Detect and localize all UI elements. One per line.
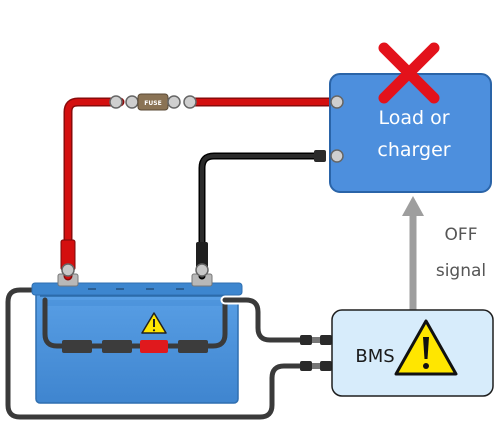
fuse-label: FUSE <box>144 100 161 107</box>
bms-balance-cable <box>220 295 305 345</box>
battery-lid <box>31 282 243 296</box>
off-signal-label-line1: OFF <box>445 225 478 245</box>
load-label-line2: charger <box>377 139 450 161</box>
cell-module <box>102 340 132 353</box>
cell-module <box>62 340 92 353</box>
negative-cable <box>195 150 326 280</box>
bms-label: BMS <box>355 346 394 367</box>
cross-icon <box>378 42 440 104</box>
positive-cable <box>60 97 335 281</box>
bms-box: BMS <box>331 309 494 397</box>
fuse: FUSE <box>109 93 197 111</box>
battery <box>31 273 243 404</box>
bms-connectors <box>300 335 332 371</box>
load-negative-terminal <box>330 149 344 163</box>
load-label-line1: Load or <box>378 107 449 129</box>
cell-module-faulty <box>140 340 168 353</box>
load-or-charger-box: Load or charger <box>329 73 492 193</box>
warning-icon <box>394 319 458 376</box>
off-signal-arrow <box>402 196 424 310</box>
load-positive-terminal <box>330 95 344 109</box>
off-signal-label-line2: signal <box>436 261 486 281</box>
battery-warning-icon <box>141 312 167 334</box>
cell-module <box>178 340 208 353</box>
bms-sense-cable <box>3 285 305 422</box>
